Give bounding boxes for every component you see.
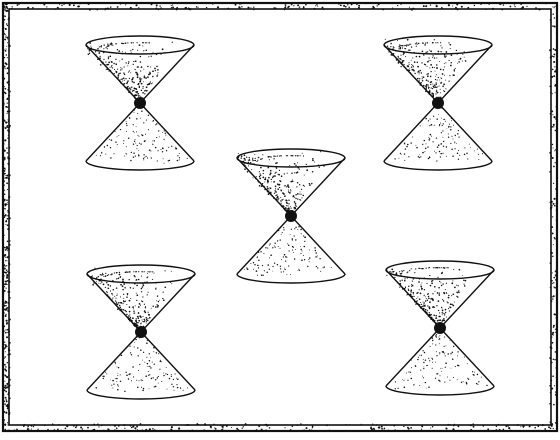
event-vertex-dot [285,210,297,222]
cone-center [237,149,345,283]
cone-top-left [86,36,194,170]
cone-top-right [384,36,492,170]
diagram-frame [2,2,558,432]
event-vertex-dot [434,322,446,334]
cone-bottom-right [386,261,494,395]
event-vertex-dot [134,97,146,109]
event-vertex-dot [432,97,444,109]
event-vertex-dot [135,326,147,338]
cone-bottom-left [87,265,195,399]
